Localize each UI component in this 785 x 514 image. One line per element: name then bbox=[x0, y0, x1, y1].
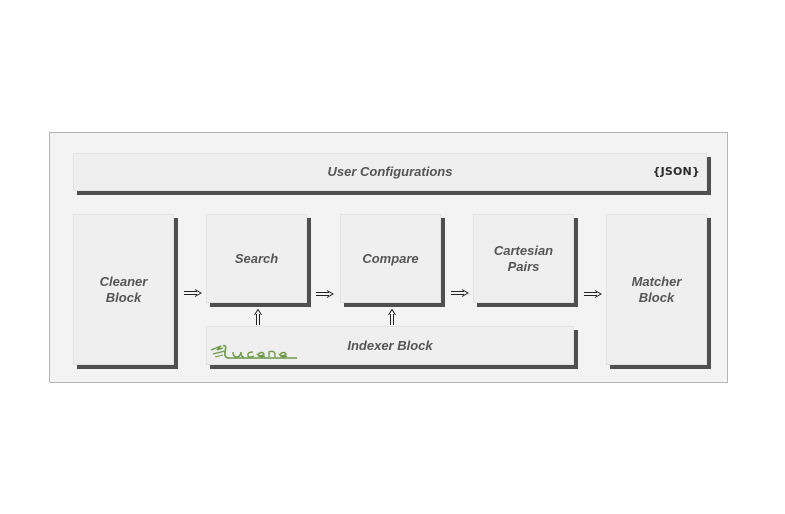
right-double-arrow-icon bbox=[316, 290, 334, 298]
indexer-block-label: Indexer Block bbox=[347, 337, 433, 353]
cleaner-block: Cleaner Block bbox=[73, 214, 174, 365]
search-block: Search bbox=[206, 214, 307, 303]
cartesian-pairs-label: Cartesian Pairs bbox=[493, 242, 554, 274]
json-badge: {JSON} bbox=[652, 165, 700, 178]
lucene-logo-icon bbox=[210, 344, 297, 359]
cartesian-pairs-block: Cartesian Pairs bbox=[473, 214, 574, 303]
cleaner-block-label: Cleaner Block bbox=[99, 273, 148, 305]
user-configurations-block: User Configurations {JSON} bbox=[73, 153, 707, 191]
compare-block-label: Compare bbox=[362, 250, 419, 266]
matcher-block-label: Matcher Block bbox=[631, 273, 682, 305]
up-double-arrow-icon bbox=[388, 309, 396, 325]
indexer-block: Indexer Block bbox=[206, 326, 574, 365]
right-double-arrow-icon bbox=[184, 289, 202, 297]
up-double-arrow-icon bbox=[254, 309, 262, 325]
user-configurations-label: User Configurations bbox=[327, 164, 453, 179]
search-block-label: Search bbox=[234, 250, 279, 266]
right-double-arrow-icon bbox=[584, 290, 602, 298]
right-double-arrow-icon bbox=[451, 289, 469, 297]
matcher-block: Matcher Block bbox=[606, 214, 707, 365]
compare-block: Compare bbox=[340, 214, 441, 303]
